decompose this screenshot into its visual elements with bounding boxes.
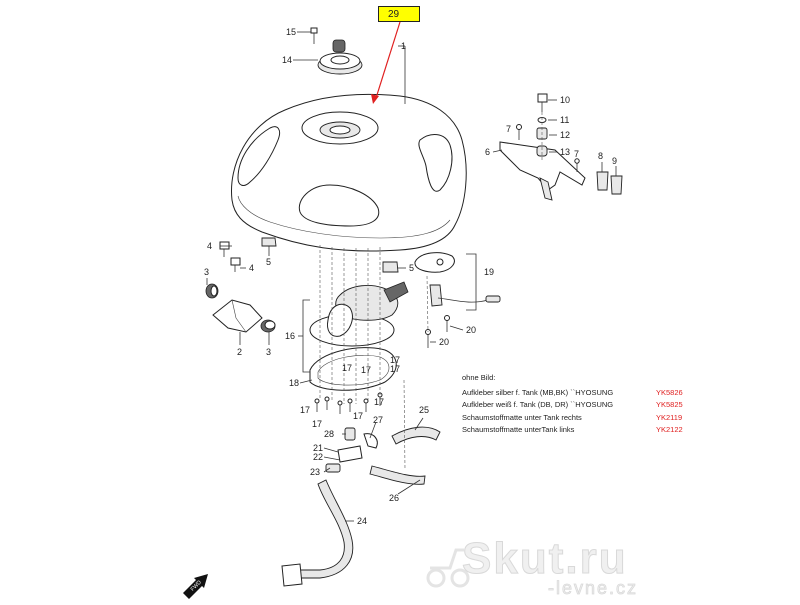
notes-desc: Schaumstoffmatte unter Tank rechts [462, 412, 582, 422]
callout-22: 22 [313, 452, 324, 462]
hose-26 [369, 465, 426, 485]
callout-19: 19 [484, 267, 495, 277]
rear-bracket [499, 141, 586, 201]
fuel-cap [317, 39, 363, 75]
pad-8 [596, 171, 609, 191]
callout-4b: 4 [249, 263, 255, 273]
watermark-sub: -levne.cz [548, 578, 639, 599]
callout-23: 23 [310, 467, 321, 477]
callout-16: 16 [285, 331, 296, 341]
callout-15: 15 [286, 27, 297, 37]
callout-17b: 17 [390, 355, 401, 365]
callout-20a: 20 [466, 325, 477, 335]
callout-25: 25 [419, 405, 430, 415]
callout-27: 27 [373, 415, 384, 425]
bolts-17 [314, 392, 383, 414]
hose-25 [391, 426, 441, 445]
callout-7b: 7 [574, 149, 580, 159]
grommet-13 [536, 145, 548, 157]
parts-without-image-list: ohne Bild: Aufkleber silber f. Tank (MB,… [462, 373, 702, 436]
callout-17f: 17 [312, 419, 323, 429]
screw-7a [516, 124, 522, 140]
callout-11: 11 [560, 115, 570, 125]
front-bracket-2 [212, 299, 263, 333]
callout-17h: 17 [361, 365, 372, 375]
leader-lines [206, 31, 617, 522]
notes-code: YK2122 [656, 425, 683, 435]
callout-26: 26 [389, 493, 400, 503]
callout-3a: 3 [204, 267, 210, 277]
callout-28: 28 [324, 429, 335, 439]
callout-24: 24 [357, 516, 368, 526]
callout-1: 1 [401, 41, 407, 51]
callout-2: 2 [237, 347, 243, 357]
watermark-main: Skut.ru [462, 534, 628, 584]
callout-13: 13 [560, 147, 571, 157]
callout-21: 21 [313, 443, 324, 453]
hose-24 [281, 479, 354, 587]
red-arrow [371, 21, 401, 104]
callout-4a: 4 [207, 241, 213, 251]
notes-row: Schaumstoffmatte unter Tank rechts YK211… [462, 411, 702, 424]
rubber-3a [205, 283, 219, 299]
pad-9 [610, 175, 623, 195]
notes-code: YK5825 [656, 400, 683, 410]
screw-7b [574, 158, 580, 172]
callout-20b: 20 [439, 337, 450, 347]
bolt-4b [230, 257, 241, 272]
callout-17g: 17 [353, 411, 364, 421]
bolt-20a [444, 315, 450, 332]
notes-desc: Aufkleber silber f. Tank (MB,BK) ``HYOSU… [462, 387, 614, 397]
fittings [325, 427, 378, 473]
cap-bolt [310, 27, 318, 44]
highlight-callout-box: 29 [378, 6, 420, 22]
notes-code: YK5826 [656, 387, 683, 397]
callout-17a: 17 [342, 363, 353, 373]
assembly-lines [319, 112, 543, 471]
bolt-10 [537, 93, 548, 112]
callout-8: 8 [598, 151, 604, 161]
callout-17c: 17 [390, 364, 401, 374]
callout-12: 12 [560, 130, 571, 140]
notes-title: ohne Bild: [462, 373, 496, 382]
callout-17d: 17 [300, 405, 311, 415]
callout-5a: 5 [266, 257, 272, 267]
callout-5b: 5 [409, 263, 415, 273]
callout-14: 14 [282, 55, 293, 65]
callout-17e: 17 [374, 397, 385, 407]
gasket-18 [309, 347, 397, 391]
clip-5a [261, 237, 277, 247]
fuel-tank [230, 93, 467, 252]
sender-19 [414, 252, 501, 307]
clip-5b [382, 261, 399, 273]
fuel-pump-16 [309, 281, 409, 347]
bolt-4a [219, 241, 230, 257]
bolt-20b [425, 329, 431, 348]
callout-3b: 3 [266, 347, 272, 357]
notes-row: Aufkleber silber f. Tank (MB,BK) ``HYOSU… [462, 386, 702, 399]
notes-row: Schaumstoffmatte unterTank links YK2122 [462, 424, 702, 437]
callout-10: 10 [560, 95, 571, 105]
notes-desc: Schaumstoffmatte unterTank links [462, 425, 575, 435]
fwd-arrow: FWD [183, 574, 208, 599]
notes-code: YK2119 [656, 412, 683, 422]
watermark-scooter-icon [426, 548, 470, 588]
rubber-3b [260, 319, 276, 333]
notes-row: Aufkleber weiß f. Tank (DB, DR) ``HYOSUN… [462, 399, 702, 412]
callout-18: 18 [289, 378, 300, 388]
callout-9: 9 [612, 156, 618, 166]
callout-7a: 7 [506, 124, 512, 134]
callout-6: 6 [485, 147, 491, 157]
notes-desc: Aufkleber weiß f. Tank (DB, DR) ``HYOSUN… [462, 400, 614, 410]
